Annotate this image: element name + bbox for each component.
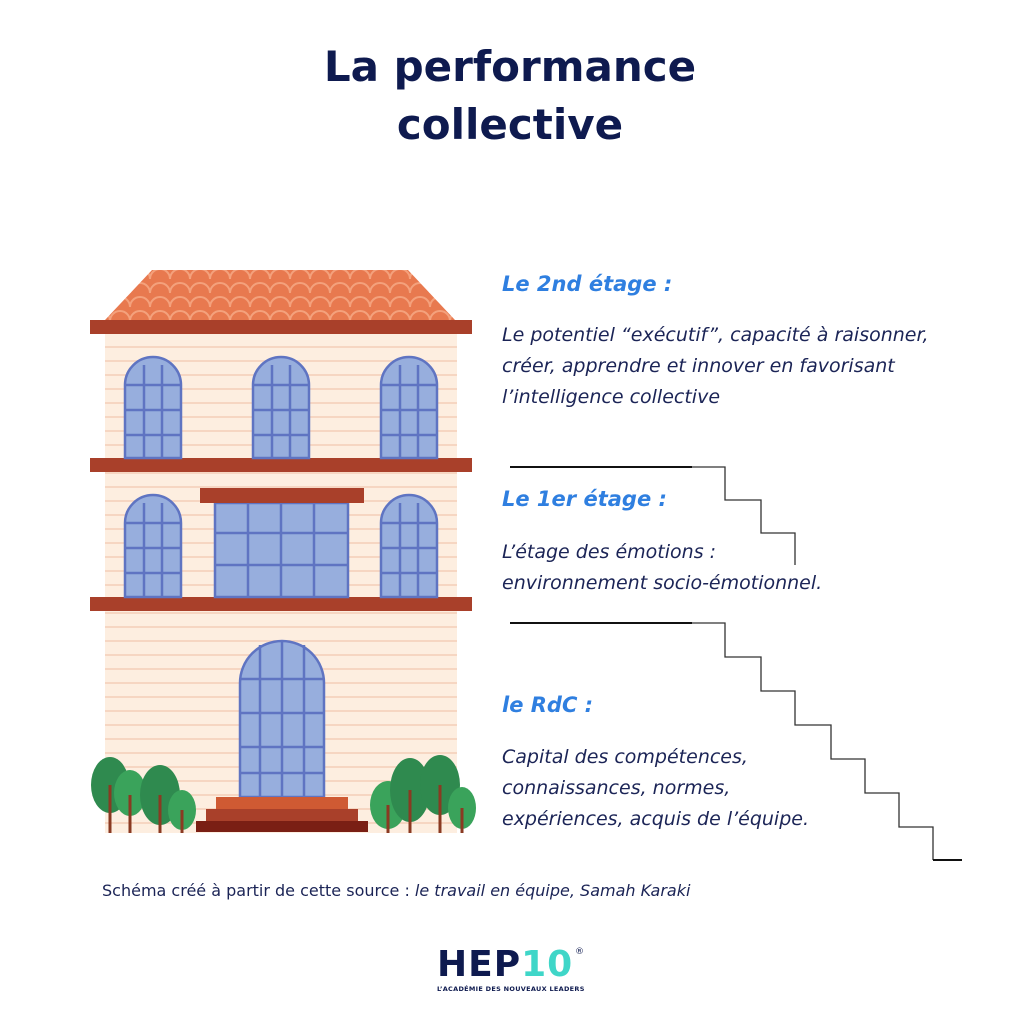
- ground-floor-ledge: [90, 597, 472, 611]
- logo-accent: 10: [521, 944, 574, 985]
- right-shrubs: [370, 755, 476, 833]
- roof: [105, 270, 455, 320]
- upper-stair-steps: [692, 466, 796, 565]
- page-title: La performance collective: [0, 38, 1020, 154]
- first-floor-ledge: [90, 458, 472, 472]
- roof-ledge: [90, 320, 472, 334]
- ground-floor-description: Capital des compétences, connaissances, …: [502, 742, 809, 835]
- source-credit: Schéma créé à partir de cette source : l…: [102, 881, 690, 900]
- building-illustration: [90, 270, 476, 833]
- ground-floor-line: connaissances, normes,: [502, 777, 731, 799]
- middle-floor-windows: [123, 493, 439, 599]
- second-floor-line: Le potentiel “exécutif”, capacité à rais…: [502, 324, 929, 346]
- middle-window-lintel: [200, 488, 364, 503]
- entrance-step-bottom: [196, 821, 368, 832]
- page-title-line-2: collective: [396, 100, 624, 149]
- second-floor-line: l’intelligence collective: [502, 386, 721, 408]
- left-shrubs: [91, 757, 196, 833]
- logo-main: HEP: [437, 944, 522, 985]
- ground-floor-line: expériences, acquis de l’équipe.: [502, 808, 809, 830]
- first-floor-line: environnement socio-émotionnel.: [502, 572, 823, 594]
- first-floor-heading: Le 1er étage :: [502, 487, 667, 511]
- staircase-lines: [510, 466, 962, 861]
- source-prefix: Schéma créé à partir de cette source :: [102, 881, 415, 900]
- hep10-logo: HEP10 ® L’ACADÉMIE DES NOUVEAUX LEADERS: [435, 945, 595, 1005]
- entrance-step-middle: [206, 809, 358, 821]
- source-reference: le travail en équipe, Samah Karaki: [414, 881, 691, 900]
- lower-stair-steps: [692, 622, 934, 860]
- entrance-step-top: [216, 797, 348, 809]
- logo-tagline: L’ACADÉMIE DES NOUVEAUX LEADERS: [437, 985, 585, 993]
- logo-wordmark: HEP10: [437, 945, 573, 985]
- top-floor-windows: [123, 355, 439, 460]
- second-floor-line: créer, apprendre et innover en favorisan…: [502, 355, 895, 377]
- registered-mark: ®: [575, 947, 584, 957]
- ground-floor-heading: le RdC :: [502, 693, 594, 717]
- first-floor-line: L’étage des émotions :: [502, 541, 717, 563]
- ground-floor-line: Capital des compétences,: [502, 746, 748, 768]
- entrance-door: [238, 639, 326, 799]
- second-floor-heading: Le 2nd étage :: [502, 272, 673, 296]
- first-floor-description: L’étage des émotions : environnement soc…: [502, 537, 822, 599]
- second-floor-description: Le potentiel “exécutif”, capacité à rais…: [502, 320, 929, 413]
- page-title-line-1: La performance: [323, 42, 697, 91]
